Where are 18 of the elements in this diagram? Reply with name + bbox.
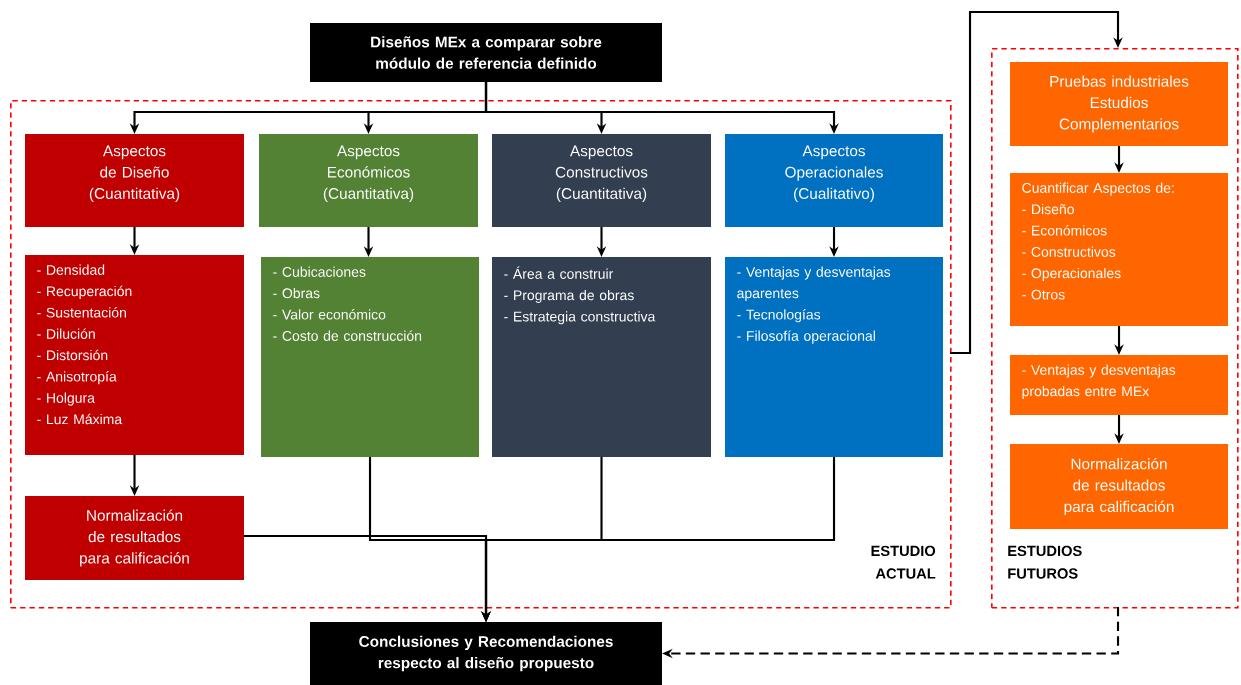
process-box: Pruebas industriales Estudios Complementarios <box>1010 62 1228 146</box>
item-list-box: - Ventajas y desventajas aparentes - Tecnologías - Filosofía operacional <box>725 257 943 457</box>
frame-label: ESTUDIOS FUTUROS <box>1008 545 1082 579</box>
category-box: Aspectos Constructivos (Cuantitativa) <box>492 134 711 227</box>
item-list-box: Cuantificar Aspectos de: - Diseño - Económicos - Constructivos - Operacionales - Otros <box>1010 173 1228 326</box>
category-box: Aspectos Económicos (Cuantitativa) <box>259 134 478 227</box>
item-list-box: - Cubicaciones - Obras - Valor económico - Costo de construcción <box>261 257 479 457</box>
process-box: Normalización de resultados para calificación <box>1010 444 1228 529</box>
process-box: Normalización de resultados para calificación <box>25 496 244 580</box>
title-box: Diseños MEx a comparar sobre módulo de referencia definido <box>310 23 662 82</box>
title-box: Conclusiones y Recomendaciones respecto al diseño propuesto <box>310 622 662 685</box>
item-list-box: - Área a construir - Programa de obras - Estrategia constructiva <box>492 257 711 457</box>
category-box: Aspectos de Diseño (Cuantitativa) <box>25 134 244 227</box>
category-box: Aspectos Operacionales (Cualitativo) <box>725 134 943 227</box>
item-list-box: - Ventajas y desventajas probadas entre MEx <box>1010 355 1228 415</box>
arrow <box>950 10 1123 355</box>
item-list-box: - Densidad - Recuperación - Sustentación - Dilución - Distorsión - Anisotropía - Holgura - Luz Máxima <box>25 255 244 455</box>
frame-label: ESTUDIO ACTUAL <box>871 545 936 579</box>
